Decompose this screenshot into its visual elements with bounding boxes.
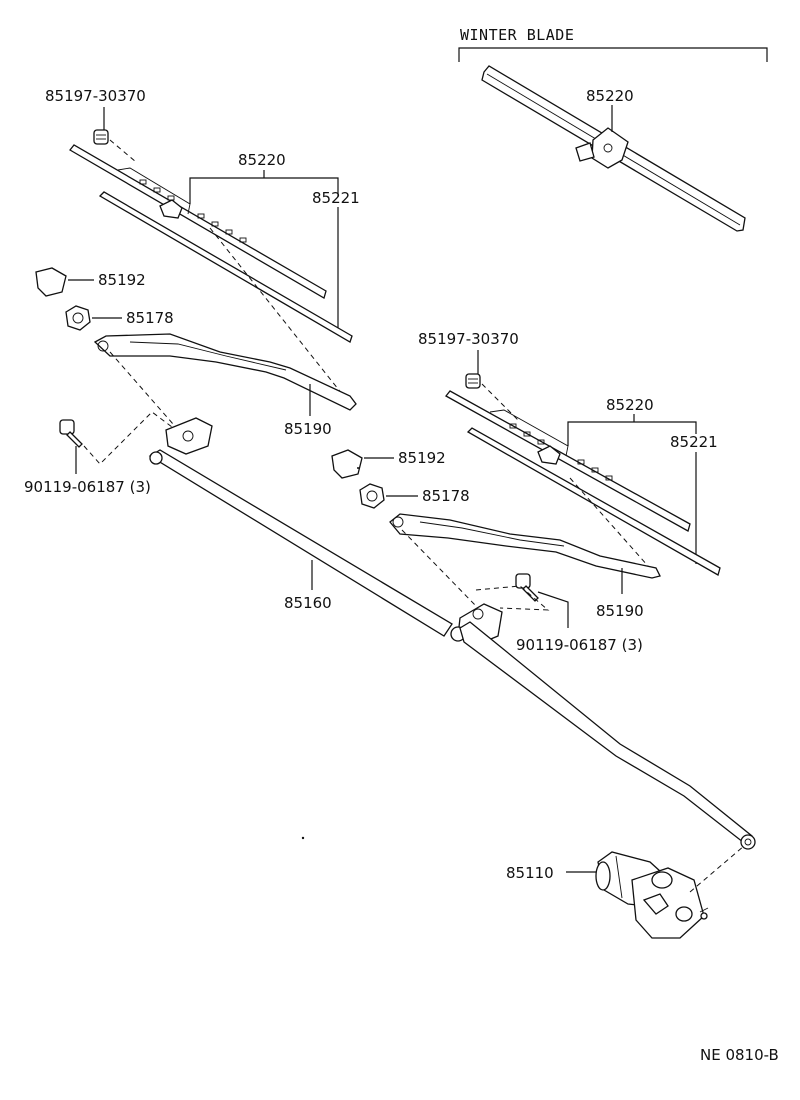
- right-bolt-label[interactable]: 90119-06187 (3): [516, 636, 643, 654]
- left-nut-label[interactable]: 85178: [126, 309, 174, 327]
- left-blade-frame: [117, 167, 191, 215]
- left-arm-pivot: [97, 340, 109, 352]
- left-pivot-bracket[interactable]: [165, 417, 213, 455]
- motor-end-cap: [595, 861, 611, 891]
- winter-blade-adapter: [575, 142, 595, 162]
- right-blade-label[interactable]: 85220: [606, 396, 654, 414]
- left-nut-icon[interactable]: [65, 305, 91, 331]
- motor-group: 85110: [506, 845, 745, 939]
- left-cap-icon[interactable]: [35, 267, 67, 297]
- left-refill-body[interactable]: [98, 191, 353, 343]
- right-arm-label[interactable]: 85190: [596, 602, 644, 620]
- left-blade-label[interactable]: 85220: [238, 151, 286, 169]
- motor-seam: [615, 855, 623, 899]
- link-rod-left-end: [149, 451, 163, 465]
- right-blade-bracket: [567, 421, 697, 446]
- left-refill-label[interactable]: 85221: [312, 189, 360, 207]
- right-arm-body[interactable]: [389, 513, 661, 579]
- right-nut-icon[interactable]: [359, 483, 385, 509]
- figure-code: NE 0810-B: [700, 1046, 779, 1064]
- left-cap-label[interactable]: 85192: [98, 271, 146, 289]
- right-screw-icon: [465, 373, 481, 389]
- right-refill-body[interactable]: [466, 427, 721, 576]
- right-cap-label[interactable]: 85192: [398, 449, 446, 467]
- right-blade-windows: [509, 423, 613, 481]
- link-rod-motor-end: [740, 834, 756, 850]
- right-arm-pivot: [392, 516, 404, 528]
- left-bolt-dash: [83, 411, 177, 465]
- motor-link-dash: [689, 845, 745, 893]
- right-bolt-dash: [475, 585, 550, 611]
- right-cap-icon[interactable]: [331, 449, 363, 479]
- left-blade-windows: [139, 179, 247, 243]
- winter-blade-title: WINTER BLADE: [460, 26, 574, 44]
- linkage-label[interactable]: 85160: [284, 594, 332, 612]
- left-blade-body[interactable]: [69, 144, 327, 299]
- left-arm-link-dash: [109, 351, 181, 433]
- left-screw-label[interactable]: 85197-30370: [45, 87, 146, 105]
- right-wiper-group: 85197-30370 85220 85221: [331, 330, 721, 654]
- left-arm-ridge: [129, 341, 287, 371]
- left-arm-label[interactable]: 85190: [284, 420, 332, 438]
- left-screw-dash: [109, 139, 137, 163]
- right-arm-ridge: [419, 521, 565, 547]
- left-blade-clip: [159, 199, 183, 219]
- linkage-group: 85160: [148, 417, 756, 850]
- left-wiper-group: 85197-30370 85220 85221: [24, 87, 360, 496]
- left-bolt-label[interactable]: 90119-06187 (3): [24, 478, 151, 496]
- right-screw-label[interactable]: 85197-30370: [418, 330, 519, 348]
- motor-connector: [642, 893, 669, 915]
- right-refill-label[interactable]: 85221: [670, 433, 718, 451]
- motor-output-shaft: [675, 906, 693, 922]
- left-blade-arm-dash: [209, 227, 351, 405]
- motor-mount-tab: [699, 907, 709, 913]
- left-pivot-hole: [182, 430, 194, 442]
- winter-blade-bracket: [458, 47, 768, 62]
- right-bolt-icon[interactable]: [515, 573, 539, 602]
- right-blade-frame: [489, 409, 569, 457]
- right-arm-link-dash: [401, 529, 477, 607]
- left-arm-body[interactable]: [93, 333, 357, 411]
- right-nut-label[interactable]: 85178: [422, 487, 470, 505]
- left-screw-icon: [93, 129, 109, 145]
- left-bolt-icon[interactable]: [59, 419, 83, 448]
- motor-gear-top: [651, 871, 673, 889]
- right-bolt-leader: [537, 591, 569, 628]
- right-blade-body[interactable]: [445, 390, 691, 532]
- motor-label[interactable]: 85110: [506, 864, 554, 882]
- stray-mark-1: [301, 836, 305, 840]
- winter-blade-group: WINTER BLADE 85220: [458, 26, 768, 232]
- right-pivot-hole: [472, 608, 484, 620]
- right-blade-clip: [537, 445, 561, 465]
- right-blade-arm-dash: [569, 477, 649, 567]
- winter-blade-part-85220[interactable]: 85220: [586, 87, 634, 105]
- stray-mark-2: [357, 467, 359, 469]
- winter-blade-clip-hole: [603, 143, 613, 153]
- link-rod-motor[interactable]: [459, 621, 753, 848]
- motor-mount-bolt: [700, 912, 708, 920]
